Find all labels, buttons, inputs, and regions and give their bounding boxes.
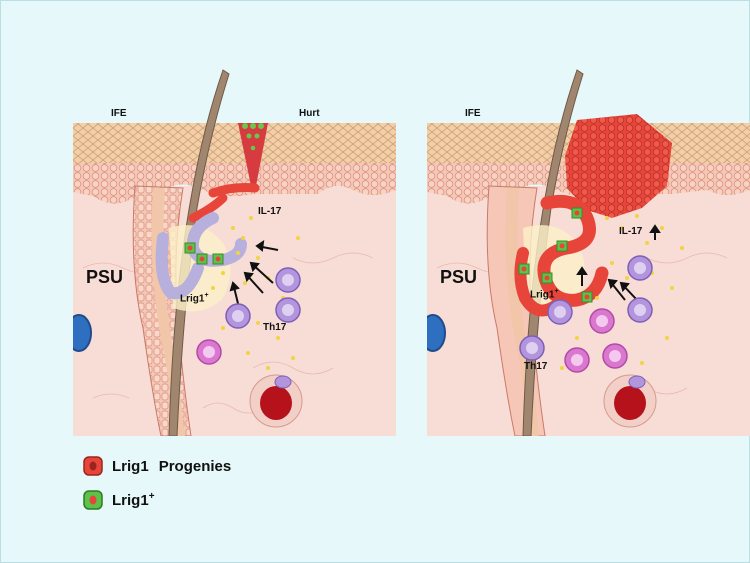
wound-lrig1-cells — [242, 123, 264, 151]
th17-label: Th17 — [263, 322, 287, 333]
blue-immune-cell — [66, 314, 92, 352]
legend-label-lrig1: Lrig1+ — [112, 491, 155, 509]
il17-label: IL-17 — [258, 206, 282, 217]
il17-cytokines — [560, 214, 684, 370]
il17-label: IL-17 — [619, 226, 643, 237]
migration-arrows — [576, 224, 661, 301]
lrig1-progeny-cell-icon — [83, 456, 103, 476]
skin-section-illustration-right — [420, 69, 750, 437]
blue-immune-cell — [420, 314, 446, 352]
lrig1-positive-cells-coil — [518, 207, 593, 303]
blood-vessel — [249, 374, 303, 428]
skin-panel-wounded: IFE Hurt IL-17 PSU Lrig1+ Th17 — [66, 68, 396, 437]
skin-panel-repaired: IFE IL-17 PSU Lrig1+ Th17 — [420, 68, 750, 437]
hurt-label: Hurt — [299, 108, 320, 119]
wound — [238, 123, 268, 186]
ife-label: IFE — [111, 108, 127, 119]
psu-label: PSU — [86, 267, 124, 287]
progeny-mass — [565, 114, 672, 218]
th17-cells — [519, 255, 653, 373]
progeny-coil — [537, 194, 609, 307]
blood-vessel — [603, 374, 657, 428]
psu-label: PSU — [440, 267, 478, 287]
stratum-corneum — [73, 123, 396, 163]
ife-label: IFE — [465, 108, 481, 119]
epidermis — [73, 163, 396, 204]
lrig1-positive-cells-junction — [184, 242, 224, 265]
lrig1-positive-cell-icon — [83, 490, 103, 510]
migration-arrows — [229, 239, 279, 317]
progeny-migration — [188, 183, 260, 223]
skin-section-illustration — [66, 69, 396, 437]
lrig1-label: Lrig1+ — [530, 288, 559, 301]
th17-label: Th17 — [524, 361, 548, 372]
th17-cells — [196, 267, 301, 365]
lrig1-label: Lrig1+ — [180, 292, 209, 305]
legend-item-lrig1: Lrig1+ — [82, 487, 231, 513]
